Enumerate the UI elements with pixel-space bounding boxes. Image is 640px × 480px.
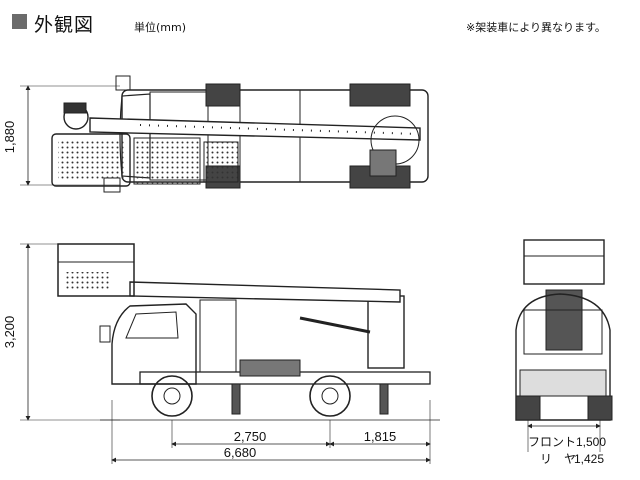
dim-front-tread-label: フロント1,500 [528,435,606,449]
grille [519,369,607,397]
page-title: 外観図 [34,14,95,36]
front-wheel-right [587,395,613,421]
dim-overhang-label: 1,815 [364,429,397,444]
windshield [523,309,603,355]
mirror-left [115,75,131,91]
turret-side [367,295,405,369]
equipment-box [199,299,237,373]
boom-cylinder [299,316,371,334]
basket-top [51,133,131,187]
side-mirror [99,325,111,343]
dim-rear-tread-label: リ ヤ [540,452,576,466]
dim-rear-tread-value: 1,425 [574,452,604,466]
title-marker [12,14,27,29]
truck-body-top [121,89,429,183]
dim-height-label: 3,200 [2,316,17,349]
wheel-rear-left [349,83,411,107]
dim-wheelbase-label: 2,750 [234,429,267,444]
front-wheel-left [515,395,541,421]
boom-side [129,281,401,303]
note-label: ※架装車により異なります。 [466,21,606,34]
deck-plate [133,137,201,185]
basket-front [523,239,605,285]
cab-window [125,311,179,339]
side-view [20,243,440,464]
dim-width-label: 1,880 [2,121,17,154]
turret-base [369,149,397,177]
wheel-front-side [151,375,193,417]
wheel-rear-side [309,375,351,417]
unit-label: 単位(mm) [134,21,187,34]
boom-front [545,289,583,351]
outrigger-rear [379,383,389,415]
header: 外観図 単位(mm) ※架装車により異なります。 [0,0,640,40]
cab-side [111,303,197,385]
boom-top [89,117,421,141]
outrigger-front [231,383,241,415]
top-view [20,75,429,193]
outrigger-box [239,359,301,377]
front-view [515,239,613,452]
wheel-front-left [205,83,241,107]
deck-plate-2 [203,141,239,183]
basket-side [57,243,135,297]
cab-front [515,293,611,421]
dim-length-label: 6,680 [224,445,257,460]
